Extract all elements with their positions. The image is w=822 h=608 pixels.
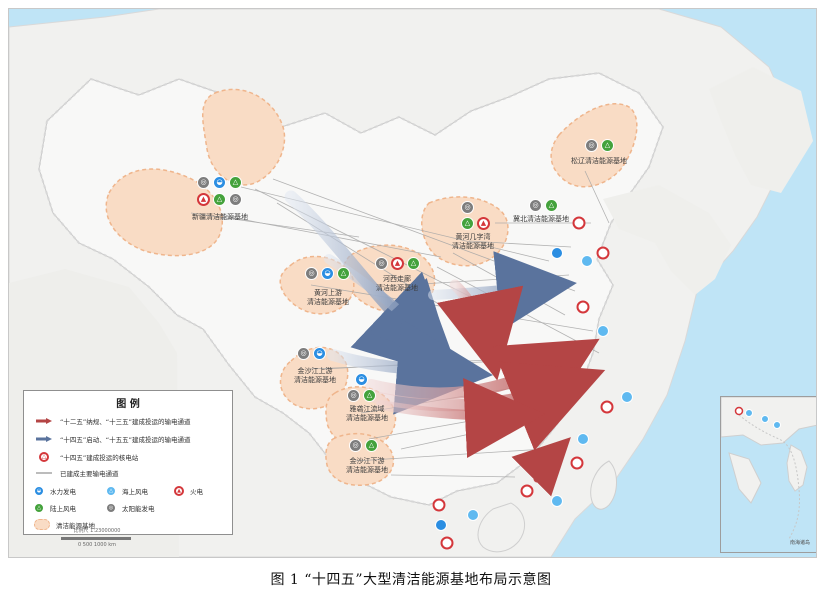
nuclear-icon: △ — [34, 452, 54, 462]
solar-icon: ◎ — [297, 347, 310, 360]
base-label-songliao: 松辽清洁能源基地 — [571, 157, 627, 165]
legend-item-wind: △ 陆上风电 — [34, 503, 76, 513]
figure-caption: 图 1 “十四五”大型清洁能源基地布局示意图 — [270, 572, 552, 588]
solar-icon: ◎ — [529, 199, 542, 212]
base-label-jinsha-lower: 金沙江下游 清洁能源基地 — [346, 457, 388, 474]
solar-icon: ◎ — [106, 503, 116, 513]
legend-row-red-arrow: “十二五”纳规、“十三五”建成投运的输电通道 — [34, 415, 190, 427]
base-label-jinsha-upper: 金沙江上游 清洁能源基地 — [294, 367, 336, 384]
legend-label: 海上风电 — [122, 488, 148, 496]
solar-icon: ◎ — [375, 257, 388, 270]
hydro-icon: ◒ — [321, 267, 334, 280]
inset-label: 南海诸岛 — [789, 540, 810, 546]
legend-label: “十二五”纳规、“十三五”建成投运的输电通道 — [60, 418, 191, 426]
neighbor-land-japan — [709, 67, 813, 193]
base-area-jinsha-upper — [279, 346, 349, 410]
wind-icon: △ — [365, 439, 378, 452]
solar-icon: ◎ — [461, 201, 474, 214]
hydro-icon: ◒ — [313, 347, 326, 360]
base-label-xinjiang: 新疆清洁能源基地 — [192, 213, 248, 221]
thermal-icon: ▲ — [391, 257, 404, 270]
wind-icon: △ — [545, 199, 558, 212]
legend-item-offshore: △ 海上风电 — [106, 486, 148, 496]
base-label-yalong: 雅砻江流域 清洁能源基地 — [346, 405, 388, 422]
solar-icon: ◎ — [197, 176, 210, 189]
hainan-island — [477, 502, 526, 553]
solar-icon: ◎ — [305, 267, 318, 280]
hydro-icon: ◒ — [355, 373, 368, 386]
wind-icon: △ — [601, 139, 614, 152]
legend-label: 陆上风电 — [50, 505, 76, 513]
legend-item-solar: ◎ 太阳能发电 — [106, 503, 155, 513]
red-transmission-corridors — [365, 279, 606, 497]
wind-icon: △ — [229, 176, 242, 189]
legend-label: 水力发电 — [50, 488, 76, 496]
scale-ratio: 比例尺 1:23000000 — [73, 528, 121, 534]
thermal-icon: ▲ — [477, 217, 490, 230]
wind-icon: △ — [363, 389, 376, 402]
thermal-icon: ▲ — [197, 193, 210, 206]
base-area-north-xinjiang — [202, 88, 286, 186]
offshore-wind-icon: △ — [106, 486, 116, 496]
wind-icon: △ — [213, 193, 226, 206]
base-area-xinjiang — [105, 168, 223, 257]
legend-item-thermal: ▲ 火电 — [174, 486, 203, 496]
solar-icon: ◎ — [349, 439, 362, 452]
grey-line-icon — [34, 468, 54, 478]
red-arrow-icon — [34, 416, 54, 426]
national-boundary — [37, 71, 665, 507]
base-label-huanghe-ji: 黄河几字湾 清洁能源基地 — [452, 233, 494, 250]
base-label-hexi: 河西走廊 清洁能源基地 — [376, 275, 418, 292]
base-area-icon — [34, 519, 50, 530]
map-legend: 图 例 “十二五”纳规、“十三五”建成投运的输电通道 “十四五”启动、“十五五”… — [23, 390, 233, 535]
base-label-huanghe-upper: 黄河上游 清洁能源基地 — [307, 289, 349, 306]
legend-label: “十四五”建成投运的核电站 — [60, 454, 139, 462]
scale-line — [61, 537, 131, 540]
legend-row-blue-arrow: “十四五”启动、“十五五”建成投运的输电通道 — [34, 433, 190, 445]
wind-icon: △ — [337, 267, 350, 280]
hydro-icon: ◒ — [34, 486, 44, 496]
legend-label: 太阳能发电 — [122, 505, 155, 513]
inset-map — [721, 397, 816, 540]
wind-icon: △ — [461, 217, 474, 230]
legend-row-grey-line: 已建成主要输电通道 — [34, 467, 119, 479]
coastal-icons — [432, 216, 633, 550]
solar-icon: ◎ — [585, 139, 598, 152]
legend-item-hydro: ◒ 水力发电 — [34, 486, 76, 496]
legend-label: “十四五”启动、“十五五”建成投运的输电通道 — [60, 436, 191, 444]
thermal-icon: ▲ — [174, 486, 184, 496]
wind-icon: △ — [34, 503, 44, 513]
solar-icon: ◎ — [347, 389, 360, 402]
base-label-jibei: 冀北清洁能源基地 — [513, 215, 569, 223]
base-area-huanghe-upper — [279, 255, 355, 315]
legend-row-nuclear: △ “十四五”建成投运的核电站 — [34, 451, 138, 463]
south-china-sea-inset: 南海诸岛 — [720, 396, 816, 553]
legend-title: 图 例 — [116, 399, 140, 410]
solar-icon: ◎ — [229, 193, 242, 206]
blue-arrow-icon — [34, 434, 54, 444]
legend-label: 已建成主要输电通道 — [60, 470, 119, 478]
wind-icon: △ — [407, 257, 420, 270]
scale-ticks: 0 500 1000 km — [78, 542, 116, 548]
hydro-icon: ◒ — [213, 176, 226, 189]
map-frame: ◎ ◒ △ ▲ △ ◎ 新疆清洁能源基地 ◎ ▲ △ 河西走廊 清洁能源基地 ◎… — [8, 8, 817, 558]
neighbor-land-korea — [603, 185, 731, 295]
base-area-huanghe-ji — [421, 196, 509, 267]
legend-label: 清洁能源基地 — [56, 521, 95, 530]
legend-item-base: 清洁能源基地 — [34, 519, 95, 530]
scale-bar: 比例尺 1:23000000 0 500 1000 km — [53, 527, 141, 553]
legend-label: 火电 — [190, 488, 203, 496]
taiwan-island — [590, 460, 617, 510]
